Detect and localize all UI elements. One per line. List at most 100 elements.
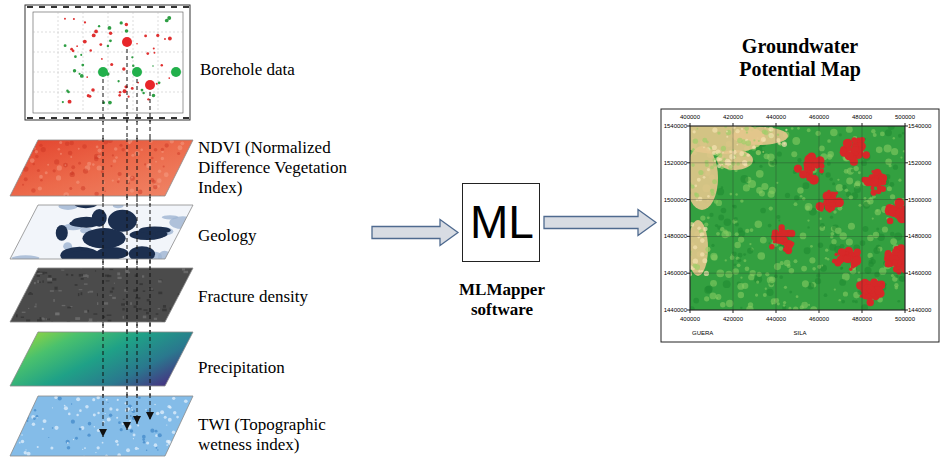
raster-speck: [170, 308, 171, 310]
raster-speck: [58, 148, 61, 151]
grid-line: [33, 92, 183, 93]
raster-speck: [35, 150, 38, 153]
high-potential-zone: [849, 267, 853, 271]
high-potential-zone: [773, 237, 776, 240]
raster-speck: [97, 293, 98, 296]
raster-speck: [151, 157, 154, 160]
raster-speck: [97, 154, 101, 158]
raster-speck: [187, 179, 192, 184]
raster-speck: [67, 307, 71, 309]
raster-speck: [802, 280, 809, 287]
raster-speck: [133, 433, 136, 436]
coordinate-label: 460000: [809, 316, 829, 323]
raster-speck: [836, 184, 843, 191]
raster-speck: [179, 437, 181, 439]
raster-speck: [164, 416, 167, 419]
geology-unit: [113, 203, 124, 208]
raster-speck: [109, 407, 112, 410]
raster-speck: [71, 420, 75, 424]
raster-speck: [810, 245, 813, 248]
raster-speck: [873, 247, 880, 254]
raster-speck: [793, 307, 798, 310]
guide-line: [103, 266, 104, 326]
raster-speck: [698, 197, 702, 201]
raster-speck: [14, 417, 15, 418]
raster-speck: [84, 283, 88, 284]
borehole-point: [109, 39, 112, 42]
raster-speck: [137, 322, 141, 325]
raster-speck: [696, 199, 699, 202]
high-potential-zone: [838, 248, 846, 256]
grid-line: [690, 273, 905, 274]
high-potential-zone: [845, 151, 854, 160]
low-potential-zone: [732, 127, 788, 145]
frac-raster: [8, 266, 199, 327]
raster-speck: [741, 128, 743, 130]
raster-speck: [812, 267, 816, 271]
raster-speck: [52, 278, 56, 280]
coordinate-label: 1440000: [664, 307, 687, 314]
raster-speck: [884, 144, 892, 152]
high-potential-zone: [800, 170, 807, 177]
raster-speck: [97, 446, 100, 449]
map-neatline: [690, 126, 905, 310]
borehole-point: [167, 16, 171, 20]
raster-speck: [166, 425, 167, 426]
raster-speck: [831, 232, 835, 236]
guide-line: [103, 138, 104, 200]
raster-speck: [63, 163, 68, 168]
scale-tick: [147, 6, 153, 8]
raster-fill: [8, 138, 198, 200]
geology-unit: [82, 228, 125, 249]
raster-speck: [182, 268, 185, 270]
raster-speck: [187, 316, 191, 318]
raster-speck: [815, 131, 820, 136]
geo-raster: [8, 201, 213, 270]
raster-speck: [765, 288, 767, 290]
scale-tick: [63, 6, 69, 8]
raster-speck: [103, 140, 108, 145]
raster-speck: [715, 294, 721, 300]
raster-speck: [789, 307, 792, 310]
raster-speck: [32, 392, 35, 395]
raster-speck: [889, 182, 894, 187]
raster-speck: [117, 180, 120, 183]
raster-speck: [31, 188, 35, 192]
raster-speck: [150, 429, 154, 433]
high-potential-zone: [871, 170, 874, 173]
borehole-point: [147, 98, 149, 100]
raster-speck: [704, 271, 709, 276]
raster-speck: [846, 238, 853, 245]
raster-speck: [746, 306, 753, 310]
raster-speck: [104, 190, 106, 192]
high-potential-zone: [880, 186, 886, 192]
borehole-point: [164, 38, 166, 40]
borehole-point: [78, 73, 80, 75]
borehole-point: [153, 47, 155, 49]
raster-speck: [189, 289, 194, 292]
guide-arrowhead: [133, 416, 141, 424]
raster-speck: [154, 404, 156, 406]
raster-speck: [81, 186, 86, 191]
raster-speck: [106, 280, 110, 281]
raster-speck: [846, 126, 853, 133]
raster-speck: [36, 324, 39, 327]
raster-speck: [824, 293, 828, 297]
raster-speck: [722, 152, 724, 154]
raster-speck: [68, 151, 73, 156]
coordinate-label: 440000: [766, 114, 786, 121]
raster-speck: [41, 324, 42, 325]
raster-speck: [757, 252, 765, 260]
raster-speck: [109, 295, 112, 296]
raster-speck: [769, 127, 774, 132]
raster-speck: [155, 434, 158, 437]
borehole-point: [152, 65, 154, 67]
raster-speck: [161, 157, 164, 160]
raster-speck: [167, 325, 172, 328]
raster-speck: [181, 184, 186, 189]
raster-speck: [726, 300, 733, 307]
map-figure: [660, 108, 940, 343]
borehole-marker: [145, 80, 155, 90]
high-potential-zone: [887, 218, 894, 225]
raster-speck: [93, 313, 97, 314]
